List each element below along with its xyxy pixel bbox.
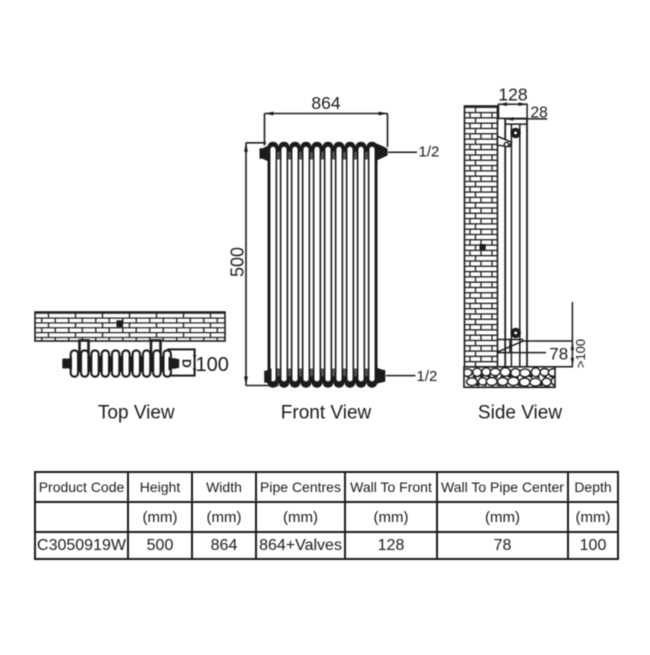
svg-text:78: 78 bbox=[549, 345, 568, 364]
svg-text:D: D bbox=[180, 359, 194, 368]
svg-text:1/2: 1/2 bbox=[419, 144, 440, 161]
svg-text:Side View: Side View bbox=[478, 403, 562, 424]
svg-text:500: 500 bbox=[228, 247, 248, 277]
svg-text:Top View: Top View bbox=[98, 403, 175, 424]
svg-text:1/2: 1/2 bbox=[417, 368, 438, 385]
svg-text:28: 28 bbox=[531, 105, 548, 122]
svg-text:>100: >100 bbox=[573, 339, 588, 368]
svg-text:100: 100 bbox=[196, 354, 229, 376]
svg-text:864: 864 bbox=[311, 93, 340, 113]
svg-text:Front View: Front View bbox=[281, 403, 372, 424]
svg-text:128: 128 bbox=[498, 85, 527, 105]
